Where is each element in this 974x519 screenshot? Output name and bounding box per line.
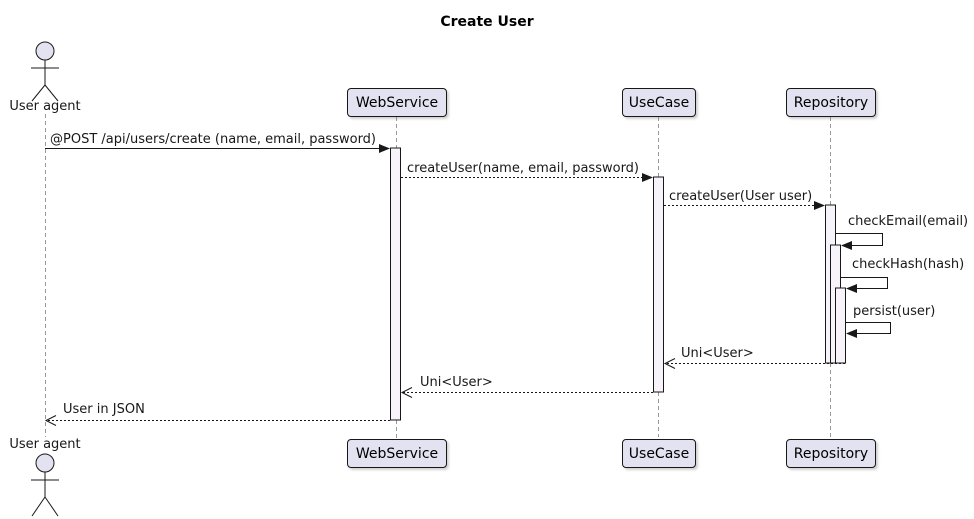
actor-head (35, 41, 55, 61)
message-label-uni-user-2: Uni<User> (420, 375, 493, 390)
activation-usecase (653, 176, 664, 393)
arrowhead-checkhash (846, 284, 857, 293)
message-label-user-in-json: User in JSON (63, 402, 145, 417)
participant-usecase-top: UseCase (622, 88, 696, 117)
actor-label-user-agent-top: User agent (9, 99, 81, 114)
user-agent-actor-icon-top (31, 41, 59, 102)
arrowhead-createuser-user (814, 201, 825, 210)
self-message-line-checkhash (841, 277, 888, 289)
arrowhead-createuser-params (642, 173, 653, 182)
arrowhead-persist (846, 329, 857, 338)
message-label-createuser-user: createUser(User user) (669, 189, 813, 204)
message-label-post-create: @POST /api/users/create (name, email, pa… (50, 132, 377, 147)
participant-webservice-top: WebService (347, 88, 447, 117)
message-label-checkemail: checkEmail(email) (848, 214, 969, 229)
diagram-title: Create User (440, 14, 534, 30)
message-label-uni-user-1: Uni<User> (681, 346, 754, 361)
activation-repository-3 (835, 287, 846, 364)
open-arrowhead-uni-user-1 (663, 358, 676, 369)
open-arrowhead-user-in-json (44, 415, 57, 426)
arrowhead-checkemail (841, 241, 852, 250)
actor-head (35, 453, 55, 473)
participant-repository-top: Repository (786, 88, 876, 117)
arrowhead-post-create (379, 144, 390, 153)
message-label-createuser-params: createUser(name, email, password) (407, 161, 640, 176)
message-label-checkhash: checkHash(hash) (852, 257, 965, 272)
open-arrowhead-uni-user-2 (400, 387, 413, 398)
participant-webservice-bottom: WebService (347, 439, 447, 468)
actor-label-user-agent-bottom: User agent (9, 437, 81, 452)
self-message-line-checkemail (836, 233, 883, 246)
user-agent-actor-icon-bottom (31, 453, 59, 517)
participant-usecase-bottom: UseCase (622, 439, 696, 468)
self-message-line-persist (846, 322, 891, 334)
message-label-persist: persist(user) (853, 304, 936, 319)
participant-repository-bottom: Repository (786, 439, 876, 468)
activation-webservice (390, 147, 401, 421)
